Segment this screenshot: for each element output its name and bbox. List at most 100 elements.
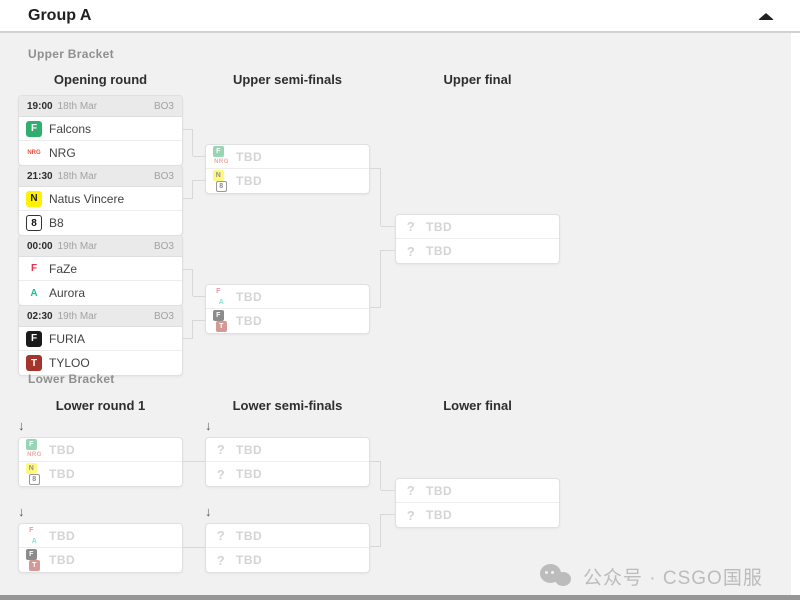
upper-bracket-label: Upper Bracket [28, 47, 114, 61]
match-date: 19th Mar [57, 240, 98, 252]
column-header-lower-round-1: Lower round 1 [55, 398, 146, 413]
bracket-connector [381, 490, 395, 491]
drop-down-arrow-icon: ↓ [18, 418, 25, 433]
falcons-logo: F [26, 120, 42, 137]
furia-tyloo-logo-pair: F T [26, 548, 42, 572]
faze-aurora-logo-pair: F A [213, 285, 229, 309]
match-header: 19:00 18th Mar BO3 [19, 96, 182, 117]
team-row[interactable]: ? TBD [396, 215, 559, 239]
column-header-opening-round: Opening round [53, 72, 148, 87]
tbd-label: TBD [426, 219, 453, 234]
tbd-label: TBD [49, 553, 76, 567]
bracket-connector [183, 129, 193, 156]
falcons-logo: F [26, 438, 37, 450]
tbd-label: TBD [426, 483, 453, 498]
navi-b8-logo-pair: N 8 [213, 169, 229, 193]
team-row[interactable]: N 8 TBD [19, 462, 182, 486]
team-row[interactable]: NRG NRG [19, 141, 182, 165]
lower-bracket-label: Lower Bracket [28, 372, 115, 386]
tbd-label: TBD [236, 149, 263, 164]
team-name: TYLOO [49, 356, 90, 370]
faze-logo: F [30, 263, 38, 274]
team-row[interactable]: ? TBD [206, 548, 369, 572]
team-row[interactable]: ? TBD [206, 462, 369, 486]
team-row[interactable]: A Aurora [19, 281, 182, 305]
lower-semifinal-1[interactable]: ? TBD ? TBD [205, 437, 370, 487]
column-header-lower-final: Lower final [443, 398, 512, 413]
bracket-connector [193, 156, 205, 157]
tbd-label: TBD [236, 174, 263, 188]
upper-match-4[interactable]: 02:30 19th Mar BO3 F FURIA T TYLOO [18, 305, 183, 376]
tbd-label: TBD [49, 528, 76, 543]
tyloo-logo: T [26, 355, 42, 371]
falcons-logo: F [213, 145, 224, 157]
bracket-connector [193, 296, 205, 297]
tbd-label: TBD [236, 528, 263, 543]
b8-logo: 8 [216, 181, 227, 192]
team-row[interactable]: N 8 TBD [206, 169, 369, 193]
upper-final[interactable]: ? TBD ? TBD [395, 214, 560, 264]
b8-logo: 8 [26, 215, 42, 231]
right-gutter [791, 33, 800, 595]
upper-match-3[interactable]: 00:00 19th Mar BO3 F FaZe A Aurora [18, 235, 183, 306]
tbd-label: TBD [236, 442, 263, 457]
natus-vincere-logo: N [213, 170, 224, 181]
match-date: 18th Mar [57, 170, 98, 182]
unknown-team-icon: ? [216, 466, 226, 482]
team-row[interactable]: F FURIA [19, 327, 182, 351]
navi-b8-logo-pair: N 8 [26, 462, 42, 486]
team-row[interactable]: ? TBD [396, 503, 559, 527]
team-name: NRG [49, 146, 76, 160]
upper-semifinal-1[interactable]: F NRG TBD N 8 TBD [205, 144, 370, 194]
upper-match-2[interactable]: 21:30 18th Mar BO3 N Natus Vincere 8 B8 [18, 165, 183, 236]
team-row[interactable]: ? TBD [206, 524, 369, 548]
team-name: B8 [49, 216, 64, 230]
unknown-team-icon: ? [216, 442, 226, 457]
bracket-connector [381, 250, 395, 251]
team-row[interactable]: F NRG TBD [19, 438, 182, 462]
chat-bubbles-icon [540, 564, 574, 589]
team-row[interactable]: ? TBD [206, 438, 369, 462]
team-row[interactable]: T TYLOO [19, 351, 182, 375]
lower-round1-match-2[interactable]: F A TBD F T TBD [18, 523, 183, 573]
bracket-connector [183, 269, 193, 296]
furia-logo: F [26, 549, 37, 560]
bracket-connector [183, 547, 205, 548]
match-format: BO3 [153, 170, 174, 182]
column-header-upper-final: Upper final [443, 72, 512, 87]
team-row[interactable]: N Natus Vincere [19, 187, 182, 211]
upper-semifinal-2[interactable]: F A TBD F T TBD [205, 284, 370, 334]
tyloo-logo: T [216, 321, 227, 332]
bracket-connector [370, 461, 381, 490]
group-header-bar: Group A [0, 0, 800, 33]
team-row[interactable]: F Falcons [19, 117, 182, 141]
unknown-team-icon: ? [406, 507, 416, 523]
match-time: 00:00 [27, 240, 53, 252]
lower-round1-match-1[interactable]: F NRG TBD N 8 TBD [18, 437, 183, 487]
team-row[interactable]: F T TBD [206, 309, 369, 333]
collapse-icon[interactable] [758, 13, 774, 20]
team-row[interactable]: F A TBD [19, 524, 182, 548]
unknown-team-icon: ? [406, 243, 416, 259]
unknown-team-icon: ? [406, 483, 416, 498]
unknown-team-icon: ? [216, 528, 226, 543]
team-row[interactable]: ? TBD [396, 479, 559, 503]
team-row[interactable]: ? TBD [396, 239, 559, 263]
team-row[interactable]: F FaZe [19, 257, 182, 281]
lower-semifinal-2[interactable]: ? TBD ? TBD [205, 523, 370, 573]
tbd-label: TBD [236, 553, 263, 567]
match-header: 00:00 19th Mar BO3 [19, 236, 182, 257]
lower-final[interactable]: ? TBD ? TBD [395, 478, 560, 528]
match-time: 19:00 [27, 100, 53, 112]
match-date: 18th Mar [57, 100, 98, 112]
bottom-strip [0, 595, 800, 600]
upper-match-1[interactable]: 19:00 18th Mar BO3 F Falcons NRG NRG [18, 95, 183, 166]
natus-vincere-logo: N [26, 190, 42, 207]
drop-down-arrow-icon: ↓ [205, 504, 212, 519]
team-row[interactable]: 8 B8 [19, 211, 182, 235]
bracket-connector [183, 320, 193, 339]
faze-aurora-logo-pair: F A [26, 524, 42, 548]
team-row[interactable]: F NRG TBD [206, 145, 369, 169]
team-row[interactable]: F A TBD [206, 285, 369, 309]
team-row[interactable]: F T TBD [19, 548, 182, 572]
